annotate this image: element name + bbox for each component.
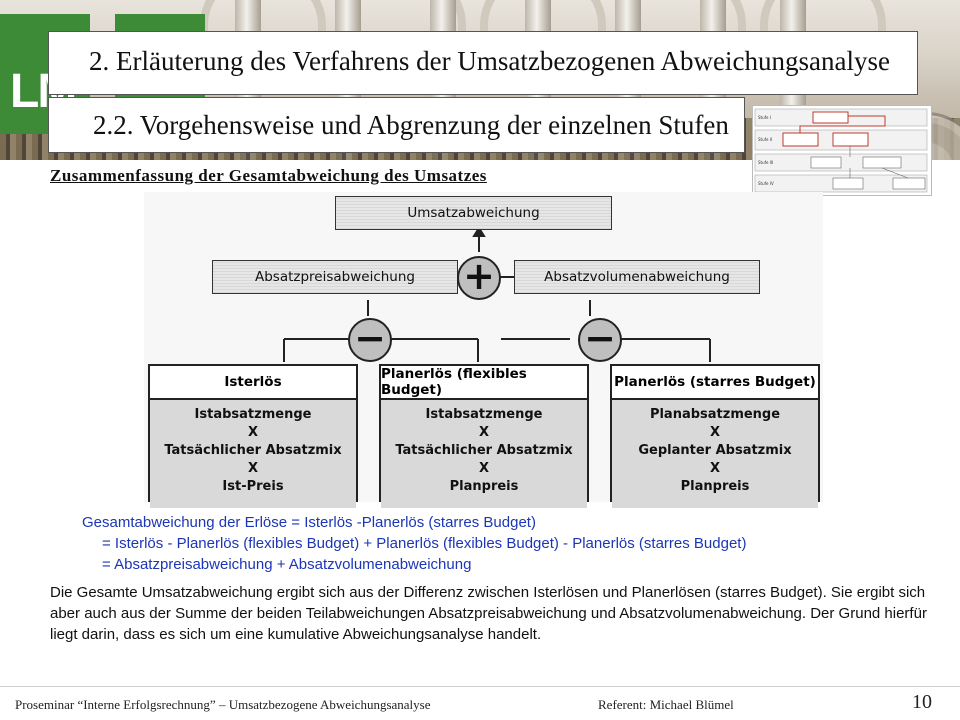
box-line: Ist-Preis xyxy=(222,479,284,494)
box-line: Planpreis xyxy=(680,479,750,494)
slide-title-box: 2. Erläuterung des Verfahrens der Umsatz… xyxy=(48,31,918,95)
box-planerloes-flexibel: Planerlös (flexibles Budget) Istabsatzme… xyxy=(379,364,589,508)
box-body: Planabsatzmenge X Geplanter Absatzmix X … xyxy=(612,400,818,508)
thumb-stage-label: Stufe III xyxy=(758,160,773,165)
box-line: Tatsächlicher Absatzmix xyxy=(164,443,342,458)
box-planerloes-starr: Planerlös (starres Budget) Planabsatzmen… xyxy=(610,364,820,508)
overview-thumbnail-graphic: Stufe I Stufe II Stufe III Stufe IV xyxy=(754,108,928,193)
formula-line-2: = Isterlös - Planerlös (flexibles Budget… xyxy=(102,535,747,552)
footer-divider xyxy=(0,686,960,687)
minus-operator: − xyxy=(578,318,622,362)
box-body: Istabsatzmenge X Tatsächlicher Absatzmix… xyxy=(150,400,356,508)
page-number: 10 xyxy=(912,691,932,713)
plus-operator: + xyxy=(457,256,501,300)
box-line: X xyxy=(709,425,721,440)
arch-decoration xyxy=(760,0,886,58)
box-umsatzabweichung: Umsatzabweichung xyxy=(335,196,612,230)
box-title: Planerlös (starres Budget) xyxy=(612,366,818,400)
box-line: X xyxy=(478,461,490,476)
box-title: Isterlös xyxy=(150,366,356,400)
box-absatzpreisabweichung: Absatzpreisabweichung xyxy=(212,260,458,294)
formula-line-1: Gesamtabweichung der Erlöse = Isterlös -… xyxy=(82,514,536,531)
footer-referent: Referent: Michael Blümel xyxy=(598,697,734,712)
box-isterloes: Isterlös Istabsatzmenge X Tatsächlicher … xyxy=(148,364,358,508)
section-heading: Zusammenfassung der Gesamtabweichung des… xyxy=(50,166,487,185)
slide-title: 2. Erläuterung des Verfahrens der Umsatz… xyxy=(89,46,890,76)
box-line: X xyxy=(478,425,490,440)
deviation-diagram: Umsatzabweichung Absatzpreisabweichung A… xyxy=(144,192,823,508)
arch-decoration xyxy=(480,0,606,58)
box-absatzvolumenabweichung: Absatzvolumenabweichung xyxy=(514,260,760,294)
thumb-stage-label: Stufe I xyxy=(758,115,771,120)
thumb-stage-label: Stufe II xyxy=(758,137,772,142)
thumb-stage-label: Stufe IV xyxy=(758,181,774,186)
box-line: Planabsatzmenge xyxy=(649,407,781,422)
box-line: Geplanter Absatzmix xyxy=(638,443,792,458)
slide-subtitle: 2.2. Vorgehensweise und Abgrenzung der e… xyxy=(93,110,729,140)
box-line: X xyxy=(247,461,259,476)
explanation-paragraph: Die Gesamte Umsatzabweichung ergibt sich… xyxy=(50,584,927,643)
minus-operator: − xyxy=(348,318,392,362)
slide-subtitle-box: 2.2. Vorgehensweise und Abgrenzung der e… xyxy=(48,97,745,153)
box-line: Istabsatzmenge xyxy=(194,407,312,422)
box-line: Planpreis xyxy=(449,479,519,494)
formula-line-3: = Absatzpreisabweichung + Absatzvolumena… xyxy=(102,556,472,573)
box-line: Istabsatzmenge xyxy=(425,407,543,422)
box-line: X xyxy=(247,425,259,440)
box-line: Tatsächlicher Absatzmix xyxy=(395,443,573,458)
footer-course: Proseminar “Interne Erfolgsrechnung” – U… xyxy=(15,697,431,712)
box-line: X xyxy=(709,461,721,476)
box-body: Istabsatzmenge X Tatsächlicher Absatzmix… xyxy=(381,400,587,508)
box-title: Planerlös (flexibles Budget) xyxy=(381,366,587,400)
overview-thumbnail: Stufe I Stufe II Stufe III Stufe IV xyxy=(752,105,932,196)
